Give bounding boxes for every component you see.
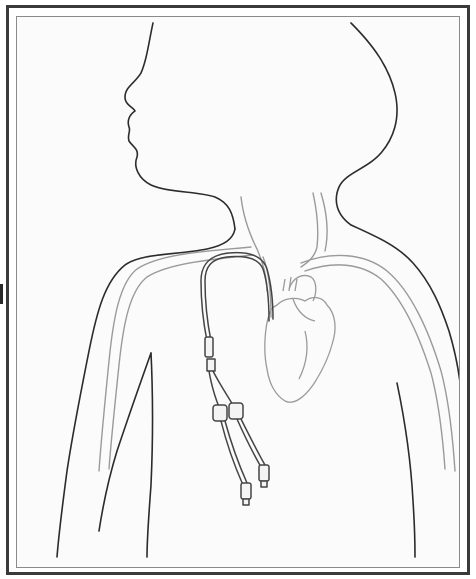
heart-outline [265,298,335,403]
illustration-panel [16,16,460,568]
connector-right-cap [261,481,267,487]
margin-mark [0,284,3,304]
catheter-line [205,257,269,342]
connector-right [259,465,269,481]
right-torso-edge [397,383,415,557]
heart [265,276,335,403]
face-profile [125,23,235,229]
lumen-clamp-left [213,405,227,421]
left-arm-vein-inner [109,255,253,469]
lumen-left-lower [221,421,243,485]
left-torso-edge [147,353,153,557]
lumen-right-lower-b [241,419,265,465]
catheter [201,253,273,505]
head-back [336,23,397,225]
right-jugular-inner [321,193,327,251]
right-arm-vein-inner [305,265,445,469]
anatomy-illustration [17,17,460,568]
connector-left [241,483,251,499]
lumen-right-lower [237,419,261,467]
lumen-left-lower-b [225,421,247,483]
lumen-clamp-right [229,403,243,419]
lumen-split-left [209,371,219,407]
connector-left-cap [243,499,249,505]
left-jugular [241,197,267,291]
right-jugular [301,193,318,267]
right-arm-vein-outer [301,255,455,471]
right-shoulder [351,225,460,391]
catheter-clamp [207,359,215,371]
catheter-hub [205,337,213,357]
pulmonary-trunk [293,299,315,321]
heart-septum [299,331,307,379]
